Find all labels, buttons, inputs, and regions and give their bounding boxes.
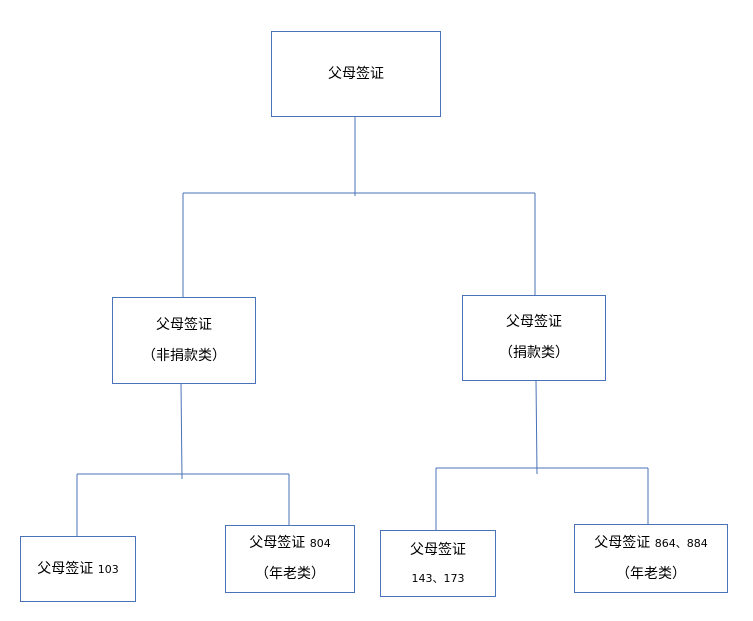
node-visa-143-173: 父母签证 143、173 [380,530,496,597]
node-visa-804: 父母签证 804 （年老类） [225,525,355,593]
node-visa-864-884-name: 父母签证 [594,534,651,551]
node-visa-103-code: 103 [97,562,119,576]
node-visa-804-code: 804 [309,537,331,551]
node-visa-804-name: 父母签证 [249,535,306,552]
node-non-donation-subtitle: （非捐款类） [142,347,226,364]
node-non-donation-title: 父母签证 [156,316,212,333]
node-visa-143-173-title: 父母签证 [410,541,466,558]
node-visa-103-name: 父母签证 [37,560,94,577]
node-donation-subtitle: （捐款类） [499,345,569,361]
node-root: 父母签证 [271,31,441,117]
node-visa-804-subtitle: （年老类） [255,566,325,582]
node-visa-103: 父母签证 103 [20,536,136,602]
node-donation-title: 父母签证 [506,314,562,331]
node-visa-103-label: 父母签证 103 [37,561,118,578]
node-donation: 父母签证 （捐款类） [462,295,606,381]
node-visa-864-884: 父母签证 864、884 （年老类） [574,524,728,593]
connector-non-donation-down [180,382,183,480]
node-visa-804-label: 父母签证 804 [249,535,330,552]
node-visa-143-173-codes: 143、173 [411,572,465,586]
connector-donation-down [535,379,538,475]
node-visa-864-884-label: 父母签证 864、884 [594,535,707,552]
node-non-donation: 父母签证 （非捐款类） [112,297,256,384]
node-root-label: 父母签证 [328,65,384,82]
node-visa-864-884-subtitle: （年老类） [616,565,686,582]
node-visa-864-884-code: 864、884 [654,536,708,550]
